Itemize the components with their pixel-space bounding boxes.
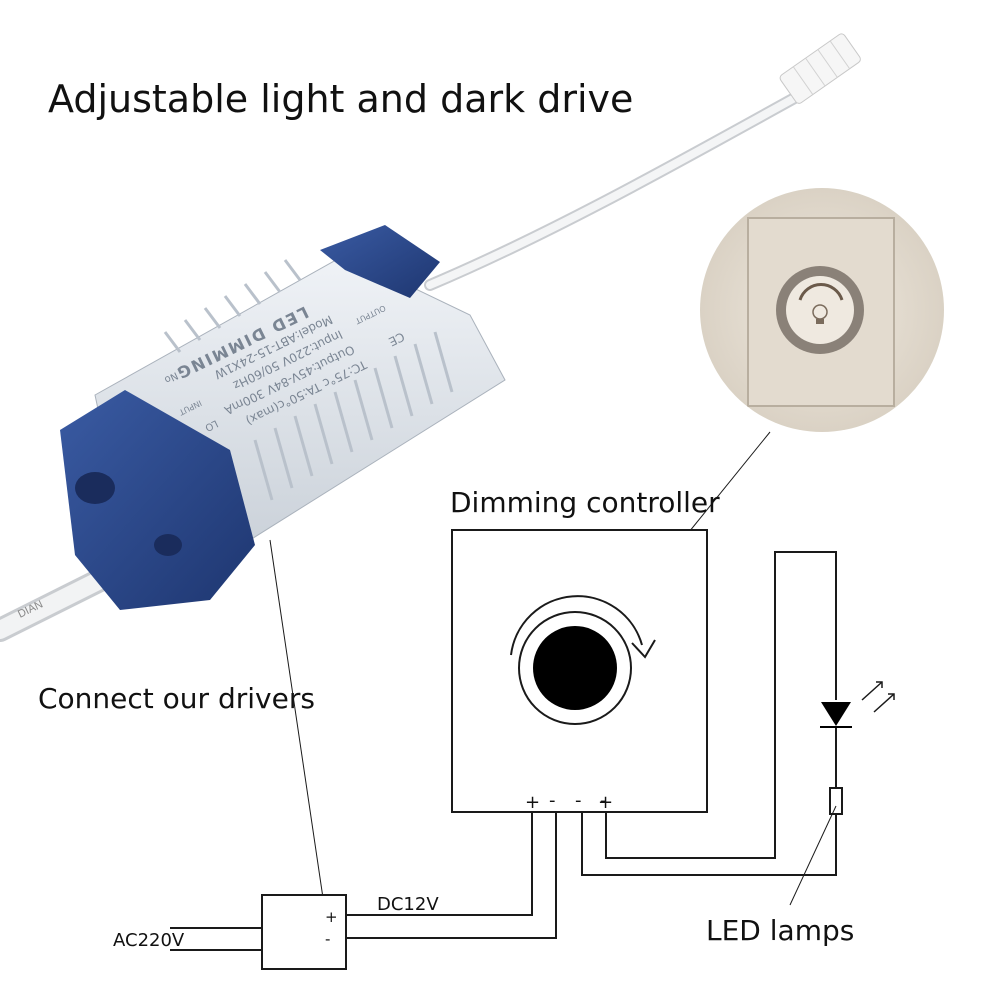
- terminal-label: +: [525, 792, 540, 813]
- driver-ce-mark: CE: [386, 329, 406, 349]
- terminal-label: -: [549, 790, 556, 811]
- driver-minus-label: -: [325, 930, 330, 948]
- ac-wires: [170, 927, 262, 951]
- input-cable: DIAN: [0, 563, 122, 642]
- driver-no-mark: No: [162, 369, 179, 385]
- dc-voltage-label: DC12V: [377, 894, 439, 915]
- dc-wires: [346, 812, 557, 939]
- led-lamp-circuit: [581, 551, 837, 876]
- driver-plus-label: +: [325, 908, 338, 926]
- bulb-icon: [812, 304, 828, 324]
- led-lamps-pointer: [789, 805, 837, 906]
- led-resistor: [829, 787, 843, 815]
- terminal-label: +: [598, 792, 613, 813]
- led-diode-symbol: [820, 702, 852, 728]
- controller-terminals: + - - - +: [525, 790, 613, 813]
- connect-drivers-label: Connect our drivers: [38, 682, 315, 715]
- led-lamps-label: LED lamps: [706, 914, 854, 947]
- wall-dimmer-photo: [700, 188, 944, 432]
- page-title: Adjustable light and dark drive: [48, 77, 633, 121]
- ac-voltage-label: AC220V: [113, 930, 185, 951]
- light-emission-icon: [861, 681, 895, 713]
- connector-plug: [779, 33, 861, 104]
- controller-knob[interactable]: [518, 611, 632, 725]
- driver-pointer-line: [269, 539, 324, 899]
- dimming-controller-label: Dimming controller: [450, 486, 720, 519]
- terminal-label: -: [600, 790, 607, 811]
- power-driver-box: [261, 894, 347, 970]
- led-driver: LED DIMMING Model:ABT-15-24X1W Input:220…: [60, 225, 506, 610]
- rotate-arrow-icon: [510, 595, 656, 659]
- driver-lo-mark: LO: [203, 417, 220, 433]
- output-cable: [424, 33, 861, 291]
- dimmer-knob: [786, 276, 854, 344]
- terminal-label: -: [575, 790, 582, 811]
